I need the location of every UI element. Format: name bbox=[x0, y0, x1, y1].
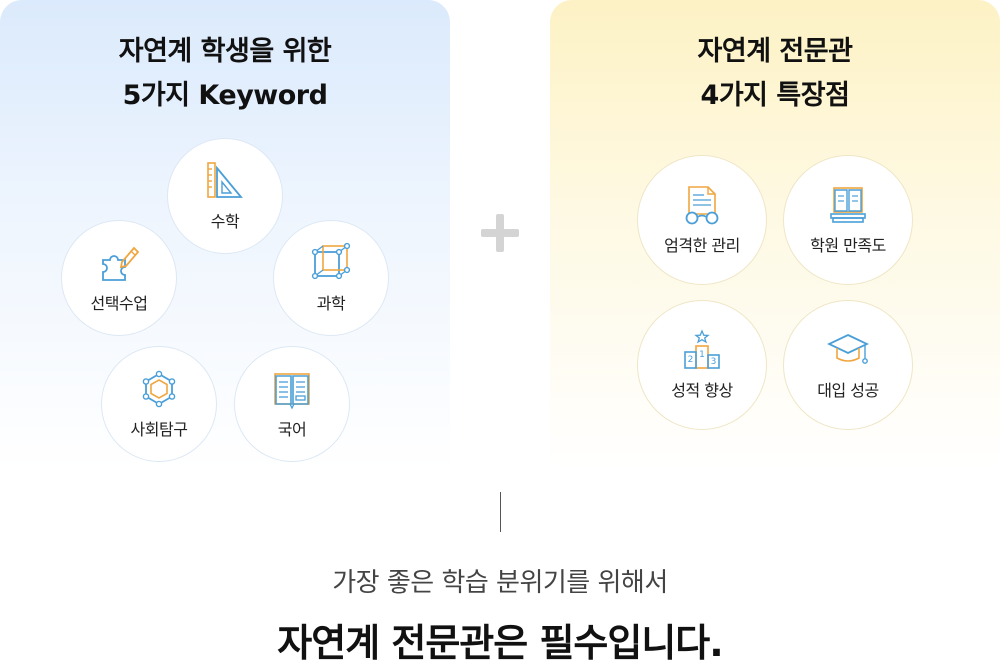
keyword-item-label: 수학 bbox=[210, 212, 240, 231]
divider-line bbox=[500, 492, 501, 532]
puzzle-pencil-icon bbox=[102, 246, 140, 281]
strength-item-strict-management: 엄격한 관리 bbox=[637, 155, 767, 285]
strength-item-grade-improvement: 1 2 3 성적 향상 bbox=[637, 300, 767, 430]
keyword-panel: 자연계 학생을 위한 5가지 Keyword 수학 선택수업 bbox=[0, 0, 450, 470]
graduation-cap-icon bbox=[827, 334, 869, 364]
svg-text:3: 3 bbox=[711, 357, 717, 367]
book-stack-icon bbox=[830, 187, 866, 223]
document-glasses-icon bbox=[685, 186, 719, 225]
keyword-item-elective: 선택수업 bbox=[61, 220, 177, 336]
open-book-icon bbox=[274, 373, 310, 410]
keyword-item-math: 수학 bbox=[167, 138, 283, 254]
keyword-item-label: 국어 bbox=[277, 420, 307, 439]
strength-item-label: 성적 향상 bbox=[671, 381, 733, 400]
strengths-title-line1: 자연계 전문관 bbox=[697, 36, 853, 67]
keyword-title-line1: 자연계 학생을 위한 bbox=[118, 36, 332, 67]
plus-icon bbox=[481, 214, 519, 252]
keyword-item-label: 선택수업 bbox=[90, 294, 148, 313]
footer-subtitle: 가장 좋은 학습 분위기를 위해서 bbox=[332, 568, 668, 598]
strength-item-label: 엄격한 관리 bbox=[664, 236, 740, 255]
keyword-panel-title: 자연계 학생을 위한 5가지 Keyword bbox=[0, 30, 450, 118]
svg-text:2: 2 bbox=[688, 355, 694, 365]
keyword-item-label: 사회탐구 bbox=[130, 420, 188, 439]
strengths-title-line2: 4가지 특장점 bbox=[700, 80, 850, 111]
keyword-item-korean: 국어 bbox=[234, 346, 350, 462]
podium-icon: 1 2 3 bbox=[684, 329, 720, 369]
hexagon-network-icon bbox=[142, 370, 176, 408]
strength-item-admission-success: 대입 성공 bbox=[783, 300, 913, 430]
strength-item-label: 학원 만족도 bbox=[810, 236, 886, 255]
keyword-item-social-studies: 사회탐구 bbox=[101, 346, 217, 462]
strength-item-satisfaction: 학원 만족도 bbox=[783, 155, 913, 285]
footer-headline: 자연계 전문관은 필수입니다. bbox=[277, 621, 723, 665]
keyword-item-label: 과학 bbox=[316, 294, 346, 313]
keyword-item-science: 과학 bbox=[273, 220, 389, 336]
ruler-triangle-icon bbox=[207, 162, 243, 198]
svg-text:1: 1 bbox=[699, 350, 705, 360]
cube-icon bbox=[311, 242, 351, 280]
strength-item-label: 대입 성공 bbox=[817, 381, 879, 400]
keyword-title-line2: 5가지 Keyword bbox=[122, 80, 328, 111]
strengths-panel: 자연계 전문관 4가지 특장점 엄격한 관리 학원 만족도 bbox=[550, 0, 1000, 470]
strengths-panel-title: 자연계 전문관 4가지 특장점 bbox=[550, 30, 1000, 118]
